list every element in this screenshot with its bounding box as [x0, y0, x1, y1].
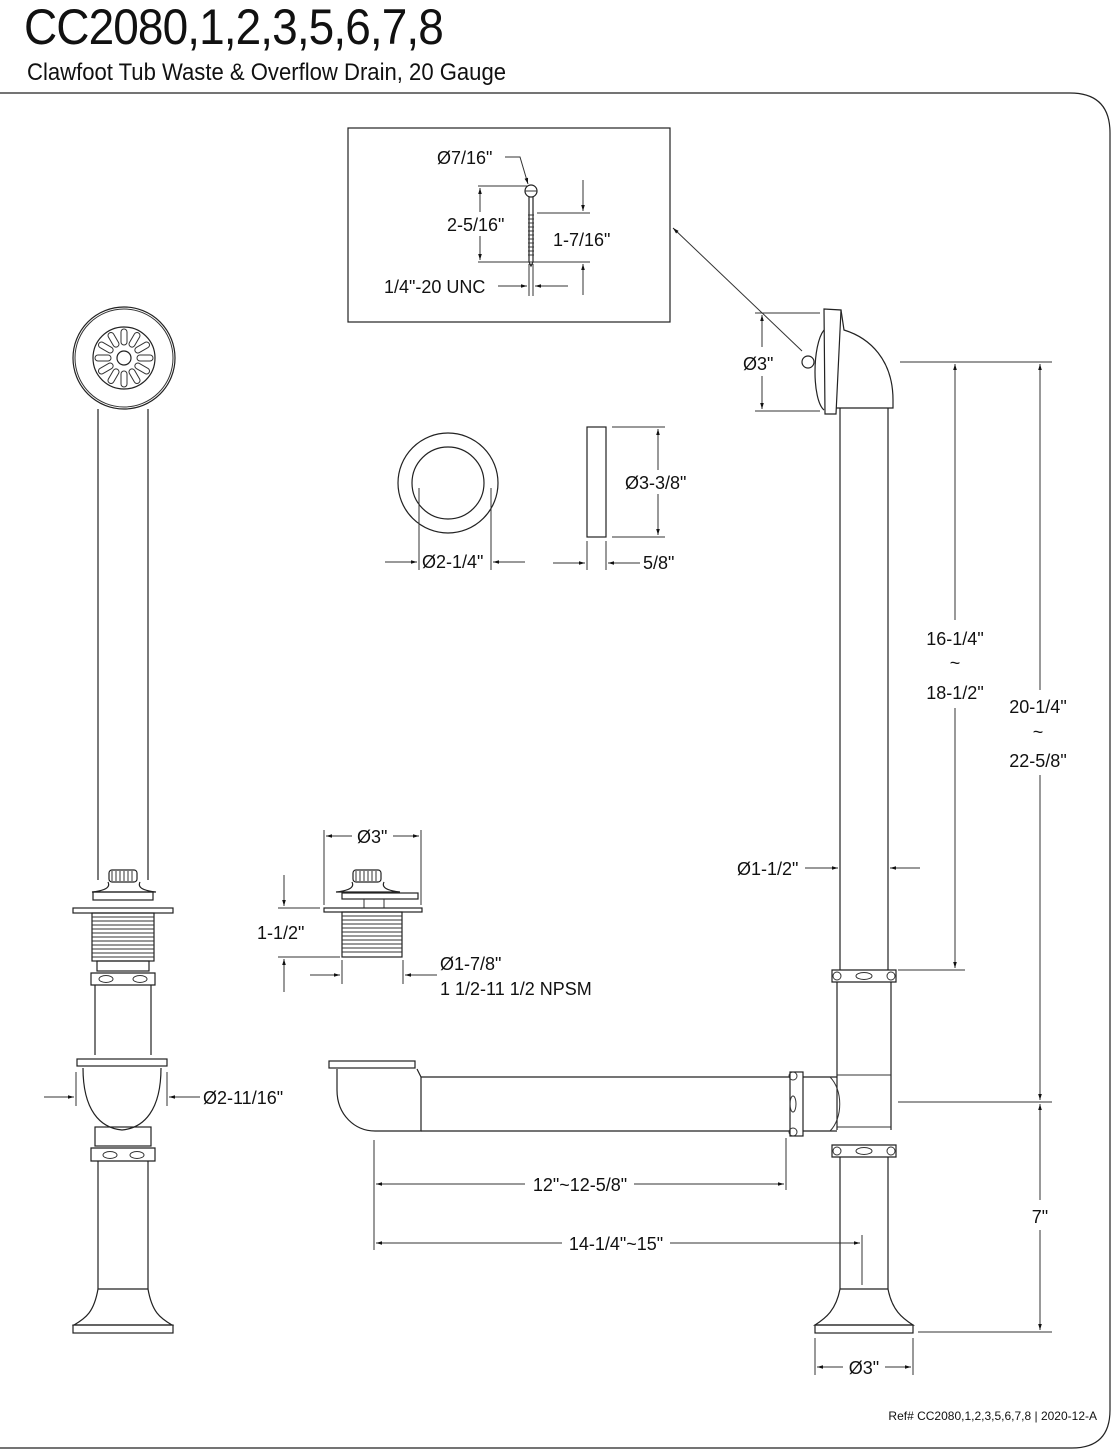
- floor-flange-diameter-label: Ø3": [849, 1358, 879, 1378]
- washer-ring: Ø2-1/4": [385, 432, 525, 572]
- strainer-grate-icon: [72, 306, 176, 410]
- drawing-frame: [0, 92, 1111, 1449]
- stopper-flange-diameter-label: Ø3": [357, 827, 387, 847]
- stopper-thread-diameter-label: Ø1-7/8": [440, 954, 501, 974]
- overall-height-min-label: 20-1/4": [1009, 697, 1066, 717]
- pipe-diameter-label: Ø1-1/2": [737, 859, 798, 879]
- shoe-diameter-label: Ø2-11/16": [203, 1088, 283, 1108]
- pipe-length-max-label: 18-1/2": [926, 683, 983, 703]
- washer-side: Ø3-3/8" 5/8": [553, 426, 686, 573]
- model-number-title: CC2080,1,2,3,5,6,7,8: [24, 0, 444, 55]
- pipe-length-separator: ~: [950, 653, 961, 673]
- pipe-length-min-label: 16-1/4": [926, 629, 983, 649]
- screw-detail-box: Ø7/16" 2-5/16" 1-7/16" 1/4"-20 UNC: [347, 127, 671, 323]
- screw-head-diameter-label: Ø7/16": [437, 148, 492, 168]
- detail-pointer-line: [672, 227, 803, 352]
- overflow-screw-icon: [801, 355, 815, 369]
- thread-spec-label: 1/4"-20 UNC: [384, 277, 485, 297]
- screw-icon: [524, 184, 538, 268]
- overall-height-max-label: 22-5/8": [1009, 751, 1066, 771]
- screw-length-label: 2-5/16": [447, 215, 504, 235]
- faceplate-diameter-label: Ø3": [743, 354, 773, 374]
- floor-height-label: 7": [1032, 1207, 1048, 1227]
- overall-height-separator: ~: [1033, 722, 1044, 742]
- washer-thickness-label: 5/8": [643, 553, 674, 573]
- height-dimensions: 16-1/4" ~ 18-1/2" 20-1/4" ~ 22-5/8" 7": [898, 361, 1067, 1333]
- ring-diameter-label: Ø2-1/4": [422, 552, 483, 572]
- drain-stopper-detail: Ø3" 1-1/2" Ø1-7/8" 1 1/2-11 1/2 NPSM: [257, 827, 592, 999]
- right-overflow-assembly: Ø3" Ø1-1/2": [328, 308, 920, 1334]
- left-drain-assembly: Ø2-11/16": [44, 306, 283, 1334]
- reference-footer: Ref# CC2080,1,2,3,5,6,7,8 | 2020-12-A: [888, 1409, 1097, 1423]
- washer-side-diameter-label: Ø3-3/8": [625, 473, 686, 493]
- stopper-height-label: 1-1/2": [257, 923, 304, 943]
- product-subtitle: Clawfoot Tub Waste & Overflow Drain, 20 …: [27, 59, 507, 86]
- thread-length-label: 1-7/16": [553, 230, 610, 250]
- overall-span-label: 14-1/4"~15": [569, 1234, 663, 1254]
- stopper-thread-spec-label: 1 1/2-11 1/2 NPSM: [440, 979, 592, 999]
- drain-arm-length-label: 12"~12-5/8": [533, 1175, 627, 1195]
- length-dimensions: 12"~12-5/8" 14-1/4"~15" Ø3": [373, 1138, 914, 1378]
